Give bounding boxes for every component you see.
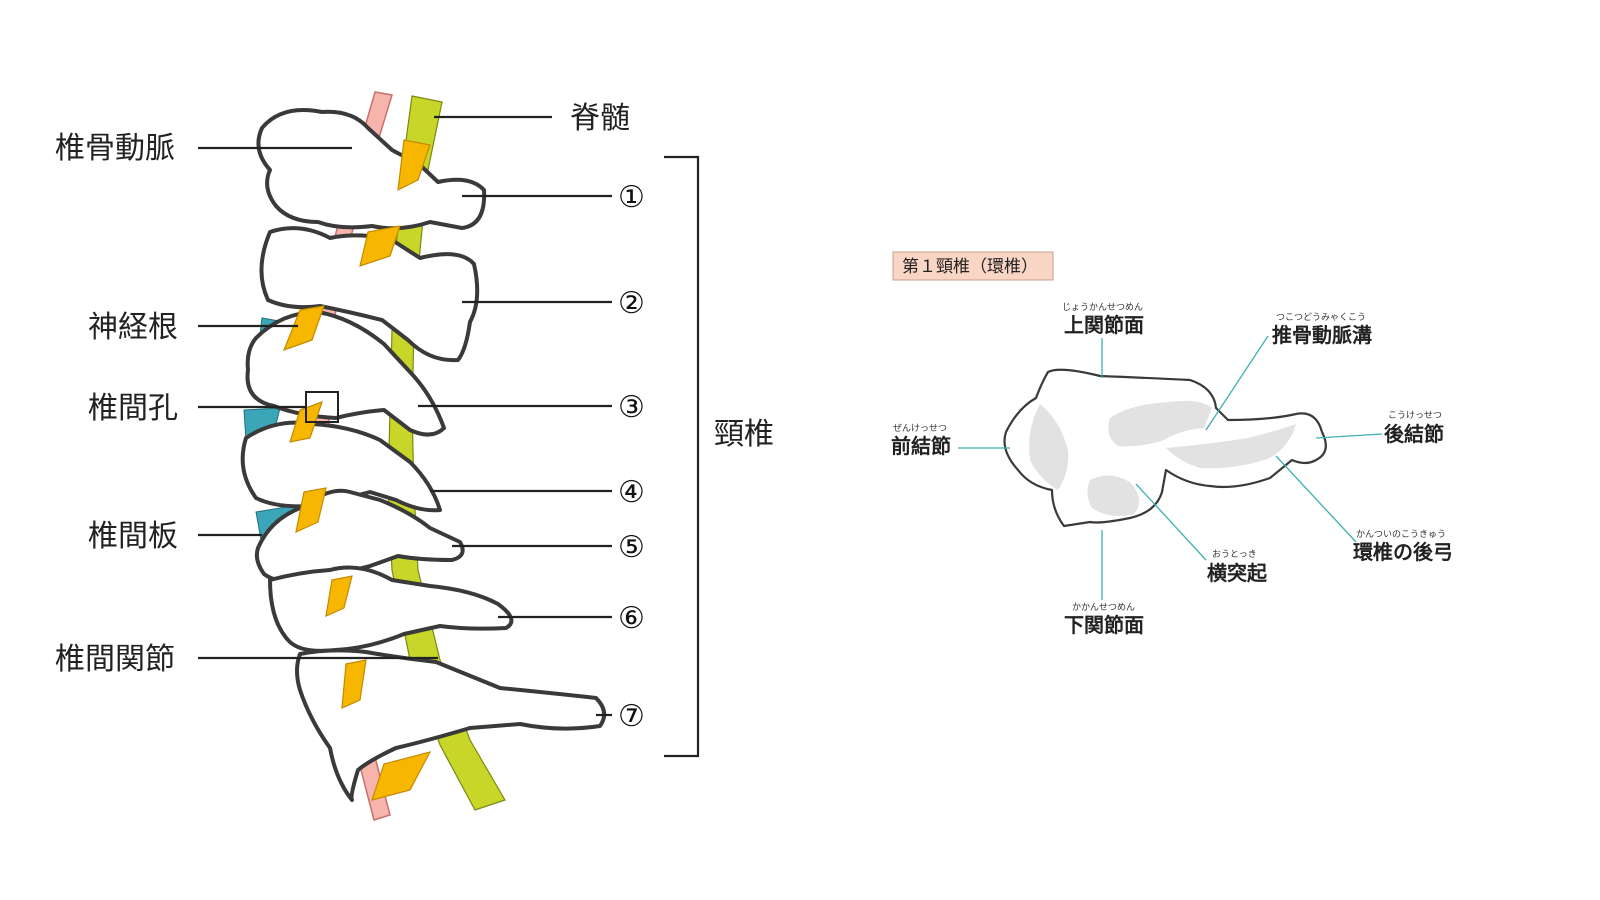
vertebra-c2 bbox=[259, 226, 480, 363]
ruby-posterior-tubercle: こうけっせつ bbox=[1388, 410, 1442, 421]
nerve-root-shape bbox=[397, 139, 431, 192]
nerve-root-shape bbox=[359, 225, 401, 267]
ruby-inferior-articular: かかんせつめん bbox=[1072, 602, 1135, 613]
leader-posterior-arch bbox=[1275, 455, 1357, 543]
ruby-superior-articular: じょうかんせつめん bbox=[1062, 302, 1143, 313]
nerve-root-shape bbox=[325, 575, 353, 618]
label-posterior-tubercle: 後結節 bbox=[1384, 422, 1444, 446]
label-vertebral-artery: 椎骨動脈 bbox=[55, 131, 175, 166]
leader-transverse bbox=[1135, 483, 1207, 561]
vertebra-c4 bbox=[240, 420, 442, 513]
label-c6-number: ⑥ bbox=[618, 601, 645, 636]
ruby-posterior-arch: かんついのこうきゅう bbox=[1356, 529, 1446, 540]
label-foramen: 椎間孔 bbox=[88, 391, 178, 426]
label-spinal-cord: 脊髄 bbox=[570, 101, 630, 136]
cervical-spine-diagram: 椎骨動脈 神経根 椎間孔 椎間板 椎間関節 脊髄 頸椎 ① ② ③ ④ ⑤ ⑥ … bbox=[55, 91, 774, 821]
nerve-root-shape bbox=[282, 305, 325, 352]
label-inferior-articular: 下関節面 bbox=[1064, 613, 1144, 637]
atlas-title-bg bbox=[892, 251, 1054, 281]
vertebra-c7 bbox=[295, 648, 607, 802]
label-c7-number: ⑦ bbox=[618, 699, 645, 734]
label-anterior-tubercle: 前結節 bbox=[891, 434, 951, 458]
atlas-diagram: 第１頸椎（環椎） じょうかんせつめん 上関節面 つこつどうみゃくこう 推骨動脈溝… bbox=[891, 251, 1453, 637]
leader-artery-groove bbox=[1205, 335, 1269, 431]
label-facet-joint: 椎間関節 bbox=[55, 642, 175, 677]
label-c2-number: ② bbox=[618, 286, 645, 321]
label-posterior-arch: 環椎の後弓 bbox=[1353, 540, 1453, 564]
ruby-anterior-tubercle: ぜんけっせつ bbox=[893, 423, 947, 434]
label-artery-groove: 推骨動脈溝 bbox=[1272, 323, 1372, 347]
label-transverse: 横突起 bbox=[1207, 561, 1268, 585]
label-nerve-root: 神経根 bbox=[88, 310, 178, 345]
label-c1-number: ① bbox=[618, 180, 645, 215]
label-superior-articular: 上関節面 bbox=[1064, 313, 1144, 337]
ruby-transverse: おうとっき bbox=[1212, 549, 1257, 560]
ruby-artery-groove: つこつどうみゃくこう bbox=[1276, 312, 1366, 323]
nerve-root-shape bbox=[371, 751, 432, 801]
label-c4-number: ④ bbox=[618, 475, 645, 510]
label-cervical-spine: 頸椎 bbox=[714, 417, 774, 452]
atlas-shade-superior-facet bbox=[1108, 400, 1212, 447]
label-c5-number: ⑤ bbox=[618, 530, 645, 565]
label-c3-number: ③ bbox=[618, 390, 645, 425]
atlas-shade-anterior bbox=[1029, 404, 1069, 490]
vertebra-c1 bbox=[256, 108, 487, 231]
cervical-bracket bbox=[664, 155, 700, 758]
atlas-bone bbox=[1003, 368, 1327, 528]
atlas-shade-inferior bbox=[1087, 475, 1140, 516]
atlas-title: 第１頸椎（環椎） bbox=[902, 257, 1038, 277]
nerve-root-shape bbox=[295, 487, 327, 534]
nerve-root-shape bbox=[341, 659, 367, 709]
label-disc: 椎間板 bbox=[88, 519, 178, 554]
atlas-shade-arch bbox=[1166, 424, 1296, 469]
leader-posterior-tubercle bbox=[1315, 433, 1383, 439]
vertebra-c6 bbox=[268, 565, 514, 653]
